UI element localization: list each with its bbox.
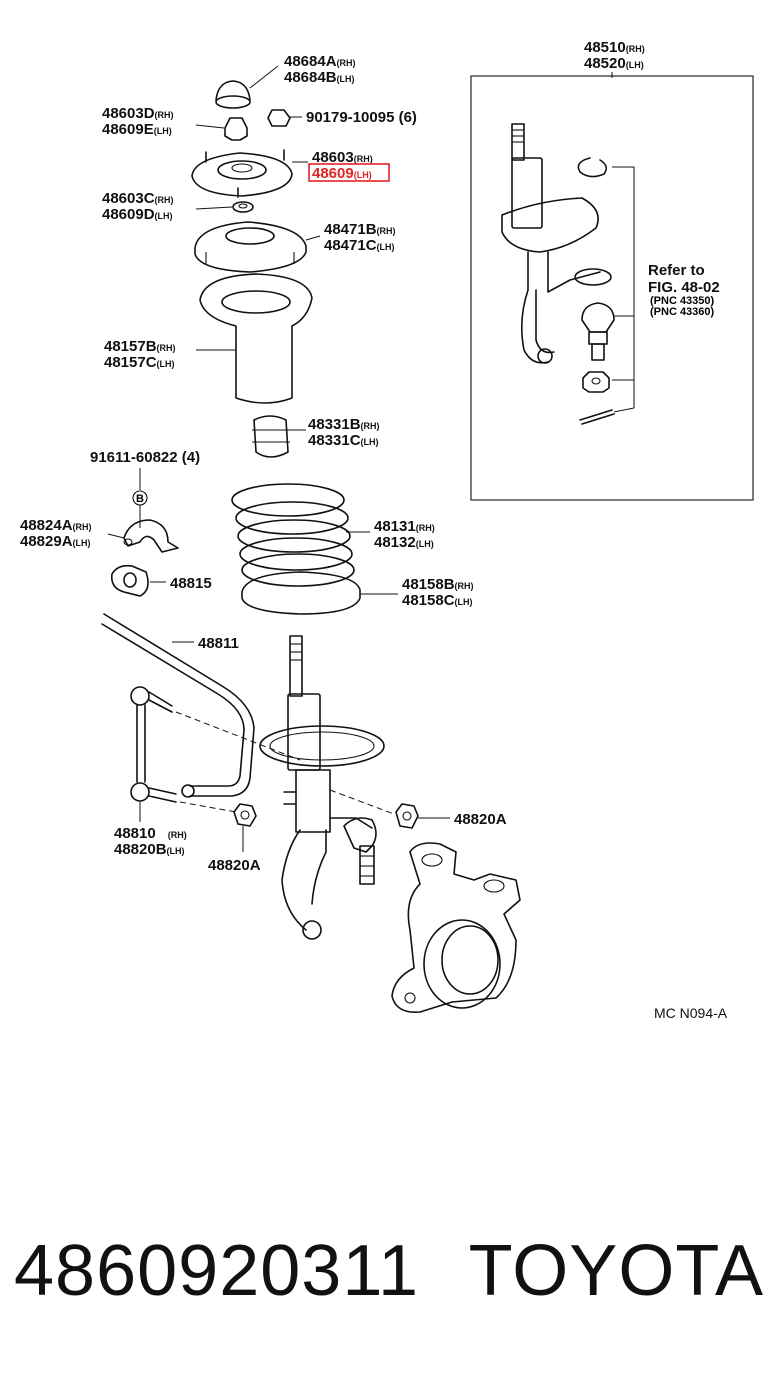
footer: 4860920311 TOYOTA: [14, 1230, 764, 1320]
label-48815[interactable]: 48815: [170, 575, 212, 592]
label-48810[interactable]: 48810(RH): [114, 825, 187, 842]
label-48603c[interactable]: 48603C(RH): [102, 190, 174, 207]
svg-text:B: B: [136, 493, 144, 505]
refer-pnc-2: (PNC 43360): [650, 306, 715, 318]
label-48684a[interactable]: 48684A(RH): [284, 53, 356, 70]
label-48820a-right[interactable]: 48820A: [454, 811, 507, 828]
highlight-box: [308, 163, 390, 182]
bump-stopper: [252, 415, 290, 458]
refer-figure-link[interactable]: FIG. 48-02: [648, 279, 720, 296]
label-48609-highlighted[interactable]: 48609(LH): [312, 165, 372, 182]
label-48603d[interactable]: 48603D(RH): [102, 105, 174, 122]
label-48829a[interactable]: 48829A(LH): [20, 533, 91, 550]
washer: [232, 201, 254, 213]
label-48131[interactable]: 48131(RH): [374, 518, 435, 535]
label-48157c[interactable]: 48157C(LH): [104, 354, 175, 371]
label-48471b[interactable]: 48471B(RH): [324, 221, 396, 238]
label-48158c[interactable]: 48158C(LH): [402, 592, 473, 609]
label-48820b[interactable]: 48820B(LH): [114, 841, 185, 858]
label-48684b[interactable]: 48684B(LH): [284, 69, 355, 86]
footer-brand: TOYOTA: [468, 1231, 764, 1311]
label-48824a[interactable]: 48824A(RH): [20, 517, 92, 534]
tie-rod-end: [343, 817, 377, 885]
label-48157b[interactable]: 48157B(RH): [104, 338, 176, 355]
refer-pnc-1: (PNC 43350): [650, 295, 715, 307]
label-48609e[interactable]: 48609E(LH): [102, 121, 172, 138]
refer-to-label: Refer to: [648, 262, 705, 279]
link-nut-right: [395, 803, 419, 829]
coil-spring: [231, 483, 355, 587]
label-48331c[interactable]: 48331C(LH): [308, 432, 379, 449]
shock-absorber-strut: [259, 635, 385, 940]
exploded-parts-diagram: 48510(RH) 48520(LH) Refer to FIG. 48-02 …: [20, 39, 754, 1021]
upper-spring-seat: [194, 221, 307, 273]
diagram-code: MC N094-A: [654, 1005, 728, 1021]
footer-part-number[interactable]: 4860920311: [14, 1231, 420, 1311]
label-48331b[interactable]: 48331B(RH): [308, 416, 380, 433]
stabilizer-bracket: [123, 519, 179, 553]
label-48510[interactable]: 48510(RH): [584, 39, 645, 56]
label-48820a-lower[interactable]: 48820A: [208, 857, 261, 874]
hex-nut: [267, 109, 291, 127]
label-48158b[interactable]: 48158B(RH): [402, 576, 474, 593]
label-48609d[interactable]: 48609D(LH): [102, 206, 173, 223]
inset-strut-drawing: [501, 123, 612, 364]
label-91611-60822[interactable]: 91611-60822 (4): [90, 449, 200, 466]
cotter-pin: [579, 409, 615, 425]
strut-support-mount: [191, 149, 293, 198]
stabilizer-link: [130, 686, 177, 803]
link-nut-lower: [233, 803, 257, 827]
label-48811[interactable]: 48811: [198, 635, 239, 652]
dust-cap: [215, 80, 251, 109]
lower-spring-insulator: [241, 571, 361, 615]
spring-bumper-boot: [199, 273, 313, 404]
label-90179-10095[interactable]: 90179-10095 (6): [306, 109, 417, 126]
snap-ring: [577, 157, 608, 178]
label-48520[interactable]: 48520(LH): [584, 55, 644, 72]
label-48132[interactable]: 48132(LH): [374, 534, 434, 551]
stabilizer-bar: [101, 613, 255, 798]
castle-nut: [582, 371, 610, 393]
label-48471c[interactable]: 48471C(LH): [324, 237, 395, 254]
lock-nut: [224, 117, 248, 141]
ball-joint: [581, 302, 615, 361]
steering-knuckle: [391, 842, 521, 1013]
label-48603[interactable]: 48603(RH): [312, 149, 373, 166]
stabilizer-bushing: [110, 564, 149, 597]
